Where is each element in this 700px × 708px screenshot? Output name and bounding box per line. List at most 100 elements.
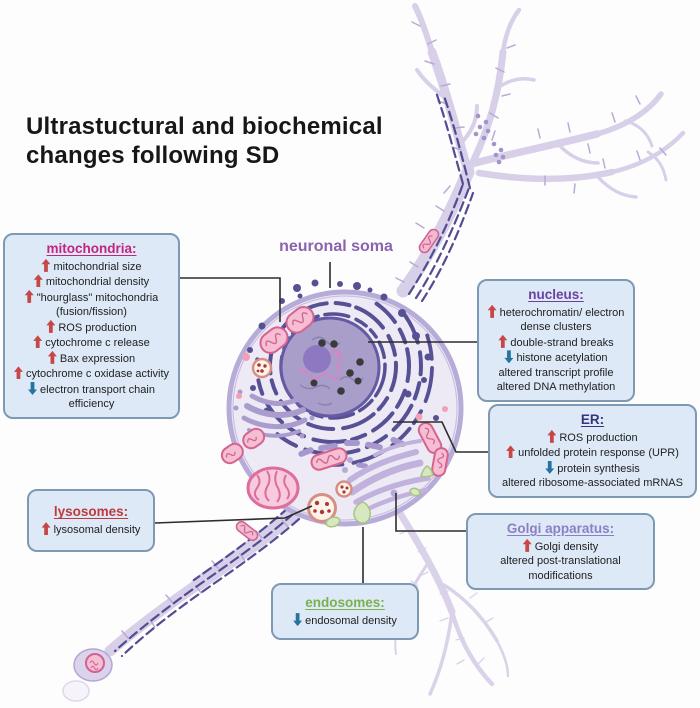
finding-item: mitochondrial density xyxy=(9,274,174,290)
endosomes-items: endosomal density xyxy=(277,613,413,629)
trend-arrow-icon xyxy=(41,258,51,272)
finding-text: ROS production xyxy=(559,431,638,444)
trend-arrow-icon xyxy=(498,334,508,348)
page-title-line2: changes following SD xyxy=(26,142,280,170)
lysosomes-items: lysosomal density xyxy=(33,522,149,538)
finding-text: ROS production xyxy=(58,321,137,334)
finding-text: mitochondrial density xyxy=(45,276,150,289)
finding-item: mitochondrial size xyxy=(9,258,174,275)
axon-mitochondrion-graphic xyxy=(235,520,259,542)
finding-text: cytochrome c oxidase activity xyxy=(25,368,170,381)
trend-arrow-icon xyxy=(545,460,555,474)
trend-arrow-icon xyxy=(28,381,38,395)
endosomes-title: endosomes: xyxy=(305,595,385,611)
endosome-graphic xyxy=(325,465,434,528)
trend-arrow-icon xyxy=(24,289,34,303)
page-title: Ultrastuctural and biochemical changes f… xyxy=(26,112,386,171)
finding-text: altered DNA methylation xyxy=(496,381,616,394)
finding-text: protein synthesis xyxy=(557,462,640,475)
axon-terminal xyxy=(62,648,113,702)
trend-arrow-icon xyxy=(33,335,43,349)
trend-arrow-icon xyxy=(504,350,514,364)
synaptic-boutons xyxy=(473,113,506,165)
trend-arrow-icon xyxy=(41,522,51,536)
finding-item: protein synthesis xyxy=(494,460,691,477)
mitochondria-callout: mitochondria: mitochondrial size mitochon… xyxy=(3,233,180,419)
dendrite-spines xyxy=(395,21,667,283)
finding-text: "hourglass" mitochondria (fusion/fission… xyxy=(36,291,159,319)
trend-arrow-icon xyxy=(506,445,516,459)
nucleus-items: heterochromatin/ electron dense clusters… xyxy=(483,304,629,395)
vesicle-dots xyxy=(236,353,448,421)
finding-text: mitochondrial size xyxy=(53,260,142,273)
nucleus-callout: nucleus: heterochromatin/ electron dense… xyxy=(477,279,635,402)
finding-text: Golgi density xyxy=(534,540,599,553)
finding-item: "hourglass" mitochondria (fusion/fission… xyxy=(9,289,174,320)
trend-arrow-icon xyxy=(13,366,23,380)
lysosomes-title: lysosomes: xyxy=(53,504,129,520)
er-items: ROS production unfolded protein response … xyxy=(494,429,691,491)
finding-item: cytochrome c oxidase activity xyxy=(9,366,174,382)
endosomes-callout: endosomes: endosomal density xyxy=(271,583,419,640)
mitochondrion-graphic xyxy=(431,447,449,477)
finding-text: histone acetylation xyxy=(516,352,608,365)
page-title-line1: Ultrastuctural and biochemical xyxy=(26,113,383,140)
finding-text: electron transport chain efficiency xyxy=(40,383,155,411)
finding-text: lysosomal density xyxy=(53,524,141,537)
lysosomes-callout: lysosomes: lysosomal density xyxy=(27,489,155,552)
finding-text: unfolded protein response (UPR) xyxy=(518,447,679,460)
mitochondria-title: mitochondria: xyxy=(46,241,137,256)
hourglass-mitochondrion-graphic xyxy=(259,306,315,354)
finding-item: altered ribosome-associated mRNAS xyxy=(494,476,691,491)
finding-item: lysosomal density xyxy=(33,522,149,538)
finding-item: cytochrome c release xyxy=(9,335,174,351)
heterochromatin-dots xyxy=(310,339,364,395)
golgi-callout: Golgi apparatus: Golgi density altered po… xyxy=(466,513,655,591)
dendrite-microtubules xyxy=(407,90,475,303)
finding-text: Bax expression xyxy=(59,352,136,365)
finding-item: heterochromatin/ electron dense clusters xyxy=(483,304,629,335)
finding-text: double-strand breaks xyxy=(510,336,614,349)
dendrite-top-right xyxy=(396,3,686,298)
finding-text: endosomal density xyxy=(305,615,397,628)
finding-item: unfolded protein response (UPR) xyxy=(494,445,691,461)
trend-arrow-icon xyxy=(547,429,557,443)
finding-item: ROS production xyxy=(9,319,174,336)
trend-arrow-icon xyxy=(487,304,497,318)
finding-text: altered post-translational modifications xyxy=(500,555,621,582)
trend-arrow-icon xyxy=(46,319,56,333)
finding-item: histone acetylation xyxy=(483,350,629,366)
er-callout: ER: ROS production unfolded protein respo… xyxy=(488,404,697,498)
soma-label: neuronal soma xyxy=(279,238,393,255)
er-fragments xyxy=(247,279,439,421)
nucleus-title: nucleus: xyxy=(528,287,584,302)
mitochondrion-graphic xyxy=(220,427,266,465)
trend-arrow-icon xyxy=(47,350,57,364)
trend-arrow-icon xyxy=(522,538,532,552)
finding-item: double-strand breaks xyxy=(483,334,629,351)
nucleus-graphic xyxy=(279,316,381,418)
finding-item: Golgi density xyxy=(472,538,649,555)
dendrite-mitochondrion-graphic xyxy=(418,228,440,254)
axon-microtubules xyxy=(113,506,301,658)
finding-item: altered transcript profile xyxy=(483,366,629,381)
large-mitochondrion-graphic xyxy=(246,466,300,510)
mitochondrion-graphic xyxy=(310,447,348,471)
finding-text: altered ribosome-associated mRNAS xyxy=(502,477,683,490)
finding-item: Bax expression xyxy=(9,350,174,367)
finding-text: cytochrome c release xyxy=(45,337,150,350)
trend-arrow-icon xyxy=(33,274,43,288)
finding-item: endosomal density xyxy=(277,613,413,629)
er-title: ER: xyxy=(580,412,605,428)
finding-item: altered post-translational modifications xyxy=(472,554,649,583)
golgi-title: Golgi apparatus: xyxy=(506,521,615,536)
lysosome-graphic xyxy=(251,357,353,523)
finding-text: altered transcript profile xyxy=(498,366,614,379)
finding-item: ROS production xyxy=(494,429,691,446)
finding-item: altered DNA methylation xyxy=(483,380,629,395)
trend-arrow-icon xyxy=(293,613,303,627)
finding-item: electron transport chain efficiency xyxy=(9,381,174,412)
callout-connector-lines xyxy=(154,262,488,583)
